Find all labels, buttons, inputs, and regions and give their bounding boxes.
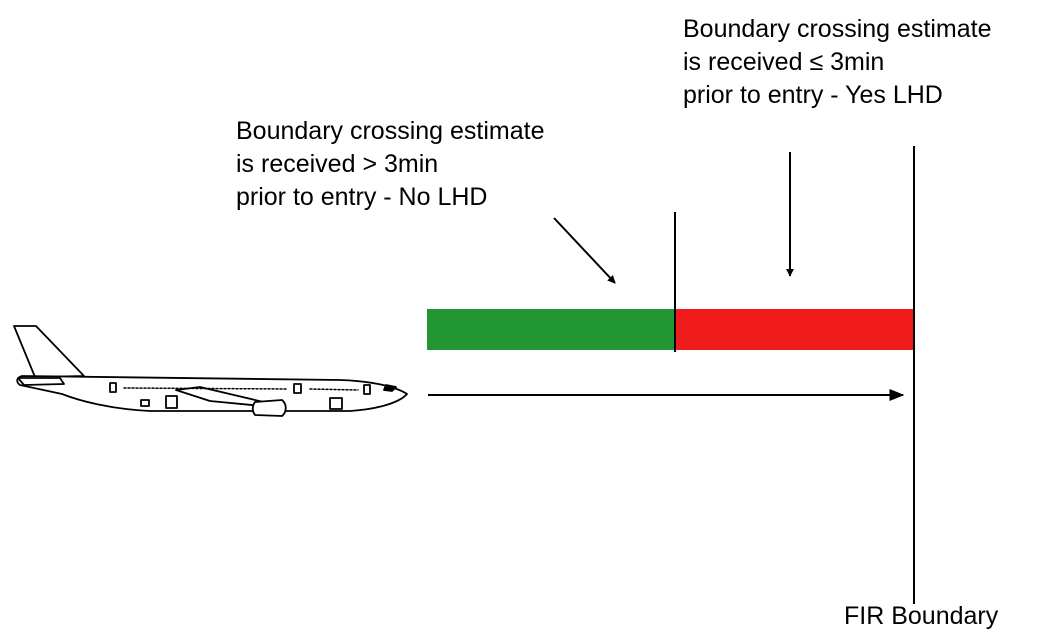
no-lhd-label-line-2: is received > 3min [236, 150, 439, 178]
no-lhd-zone-bar [427, 309, 675, 350]
yes-lhd-label: Boundary crossing estimate is received ≤… [683, 13, 991, 112]
no-lhd-label-line-3: prior to entry - No LHD [236, 183, 488, 211]
no-lhd-label: Boundary crossing estimate is received >… [236, 115, 544, 214]
airplane-icon [13, 325, 408, 417]
yes-lhd-label-line-1: Boundary crossing estimate [683, 15, 992, 43]
yes-lhd-zone-bar [675, 309, 914, 350]
yes-lhd-label-line-3: prior to entry - Yes LHD [683, 81, 943, 109]
no-lhd-label-line-1: Boundary crossing estimate [236, 117, 545, 145]
no-lhd-pointer-arrow [553, 217, 616, 284]
yes-lhd-label-line-2: is received ≤ 3min [683, 48, 885, 76]
fir-boundary-label: FIR Boundary [844, 602, 999, 630]
